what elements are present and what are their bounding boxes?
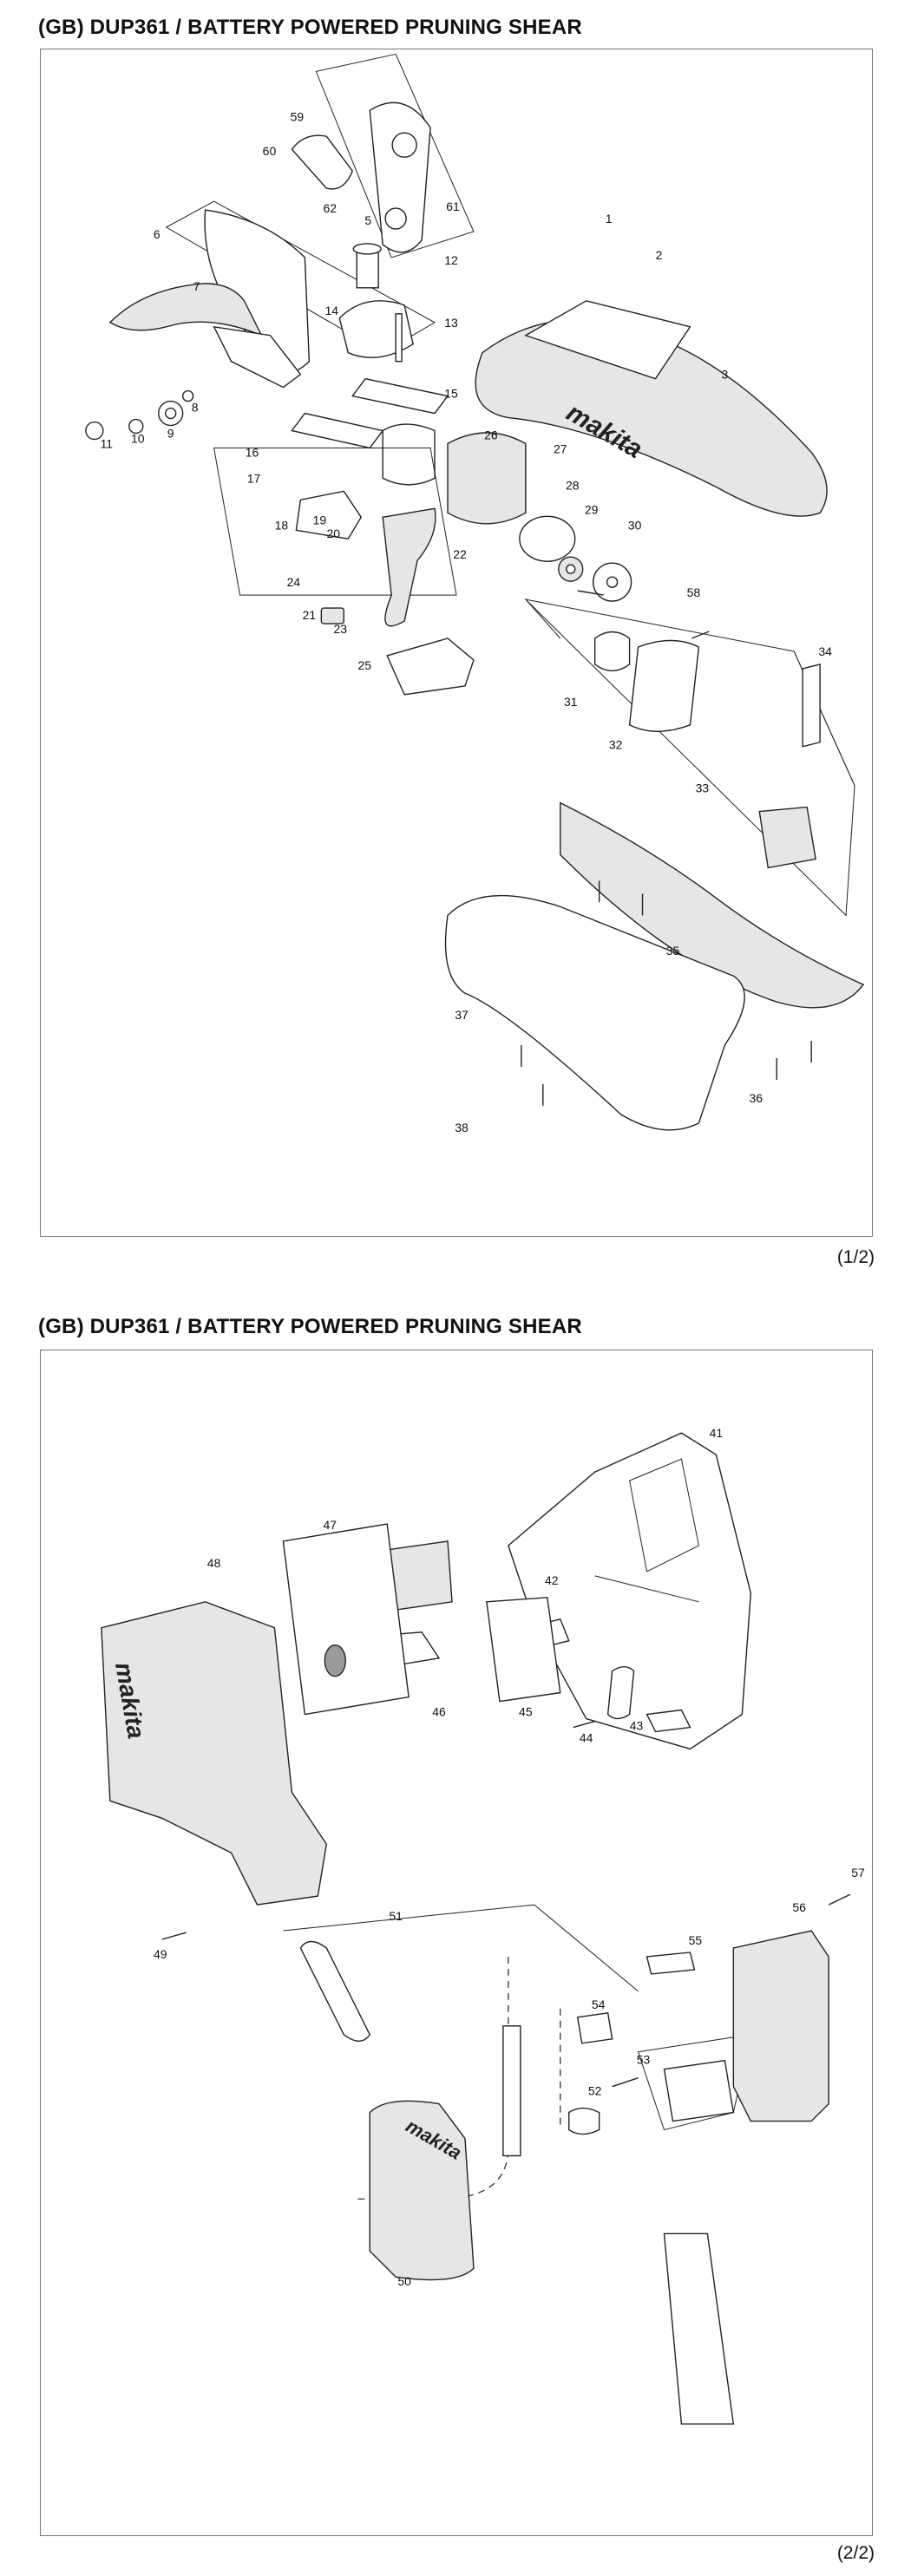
part-label-42: 42 <box>545 1573 559 1587</box>
part-7-lower-blade <box>108 283 263 337</box>
part-label-13: 13 <box>444 316 458 330</box>
part-label-22: 22 <box>453 547 467 561</box>
part-label-2: 2 <box>656 248 663 262</box>
part-label-15: 15 <box>444 387 458 401</box>
part-label-54: 54 <box>592 1997 606 2011</box>
part-51-connector <box>299 1940 371 2042</box>
sheet2-page-number: (2/2) <box>836 2543 875 2563</box>
part-11-nut <box>85 421 104 441</box>
part-26-gear-housing <box>447 432 527 525</box>
sheet1-page-number: (1/2) <box>836 1247 875 1267</box>
part-50-cover <box>369 2100 475 2281</box>
sheet1-part-labels: 1 2 3 5 6 7 8 9 10 11 12 13 14 15 16 17 … <box>101 109 833 1134</box>
part-label-3: 3 <box>721 368 728 382</box>
part-label-29: 29 <box>585 502 599 516</box>
part-52-cap <box>568 2107 600 2135</box>
part-35-housing-half <box>560 801 865 1009</box>
part-54-switch <box>576 2012 613 2044</box>
part-label-36: 36 <box>750 1091 764 1105</box>
part-label-21: 21 <box>303 608 317 622</box>
part-label-49: 49 <box>154 1947 167 1961</box>
part-label-12: 12 <box>444 253 458 267</box>
sheet2-part-labels: 41 42 43 44 45 46 47 48 49 50 51 52 53 5… <box>154 1426 865 2288</box>
part-21-block <box>320 607 344 624</box>
part-label-33: 33 <box>696 781 710 795</box>
part-13-holder <box>338 300 414 358</box>
part-label-23: 23 <box>334 622 348 636</box>
part-label-8: 8 <box>192 401 199 415</box>
part-25-switch <box>386 637 475 696</box>
part-37-handle <box>444 894 745 1131</box>
part-label-11: 11 <box>101 436 114 450</box>
part-label-27: 27 <box>554 441 567 455</box>
part-label-43: 43 <box>630 1719 644 1733</box>
part-47-board <box>282 1523 410 1716</box>
part-label-19: 19 <box>313 513 327 526</box>
part-15-link <box>351 377 449 415</box>
part-label-60: 60 <box>263 144 277 158</box>
part-label-9: 9 <box>167 426 174 440</box>
part-22-trigger <box>382 507 436 627</box>
part-label-14: 14 <box>325 304 339 317</box>
part-label-52: 52 <box>588 2084 602 2098</box>
part-62-blade-plate <box>369 101 431 253</box>
part-label-32: 32 <box>609 738 623 752</box>
part-48-cover <box>101 1601 328 1906</box>
part-label-24: 24 <box>287 575 301 589</box>
part-label-47: 47 <box>324 1518 338 1532</box>
part-label-48: 48 <box>207 1556 221 1570</box>
part-56-housing <box>732 1930 829 2122</box>
sheet1-title: (GB) DUP361 / BATTERY POWERED PRUNING SH… <box>38 16 582 39</box>
part-32-bracket <box>593 631 631 672</box>
part-5-shaft <box>356 248 379 289</box>
sheet1-exploded-view: makita 1 2 3 5 6 7 8 9 10 <box>85 53 865 1134</box>
part-59-blade-plate <box>291 134 354 190</box>
part-label-41: 41 <box>710 1426 724 1440</box>
part-28-ring <box>519 515 576 562</box>
part-label-35: 35 <box>666 944 680 958</box>
part-34-connector <box>758 806 816 869</box>
part-label-7: 7 <box>193 279 200 293</box>
part-label-28: 28 <box>566 478 580 492</box>
part-label-34: 34 <box>818 644 832 658</box>
part-label-59: 59 <box>291 109 305 123</box>
part-label-25: 25 <box>357 658 371 672</box>
part-label-38: 38 <box>455 1121 469 1134</box>
part-label-61: 61 <box>446 199 460 213</box>
part-label-18: 18 <box>275 518 289 532</box>
part-label-6: 6 <box>154 227 161 241</box>
part-label-30: 30 <box>628 518 642 532</box>
part-label-46: 46 <box>432 1705 446 1719</box>
part-55-plate <box>646 1952 696 1975</box>
part-label-10: 10 <box>131 431 145 445</box>
part-label-58: 58 <box>687 585 701 599</box>
part-cord <box>663 2233 735 2425</box>
part-label-56: 56 <box>792 1900 806 1914</box>
part-label-55: 55 <box>689 1933 703 1947</box>
part-label-51: 51 <box>389 1909 403 1923</box>
part-label-62: 62 <box>324 201 338 215</box>
part-label-31: 31 <box>564 695 578 709</box>
part-label-20: 20 <box>327 526 341 540</box>
part-label-17: 17 <box>247 471 261 485</box>
part-label-26: 26 <box>484 428 498 441</box>
part-label-53: 53 <box>637 2053 651 2067</box>
part-33-motor <box>628 639 700 732</box>
part-label-45: 45 <box>519 1705 533 1719</box>
sheet1-diagram-frame: makita 1 2 3 5 6 7 8 9 10 <box>40 49 873 1237</box>
part-label-16: 16 <box>246 445 259 459</box>
part-41-housing <box>508 1432 751 1750</box>
part-label-5: 5 <box>364 213 371 227</box>
part-label-37: 37 <box>455 1008 469 1022</box>
part-43-bushing <box>606 1665 635 1720</box>
sheet2-diagram-frame: makita makita 41 42 43 44 45 46 47 48 <box>40 1350 873 2536</box>
part-label-1: 1 <box>606 212 613 226</box>
part-label-44: 44 <box>580 1730 593 1744</box>
sheet2-title: (GB) DUP361 / BATTERY POWERED PRUNING SH… <box>38 1315 582 1338</box>
part-45-plate <box>486 1597 561 1703</box>
sheet2-exploded-view: makita makita 41 42 43 44 45 46 47 48 <box>101 1426 865 2425</box>
part-label-57: 57 <box>851 1866 865 1880</box>
part-label-50: 50 <box>397 2274 411 2288</box>
